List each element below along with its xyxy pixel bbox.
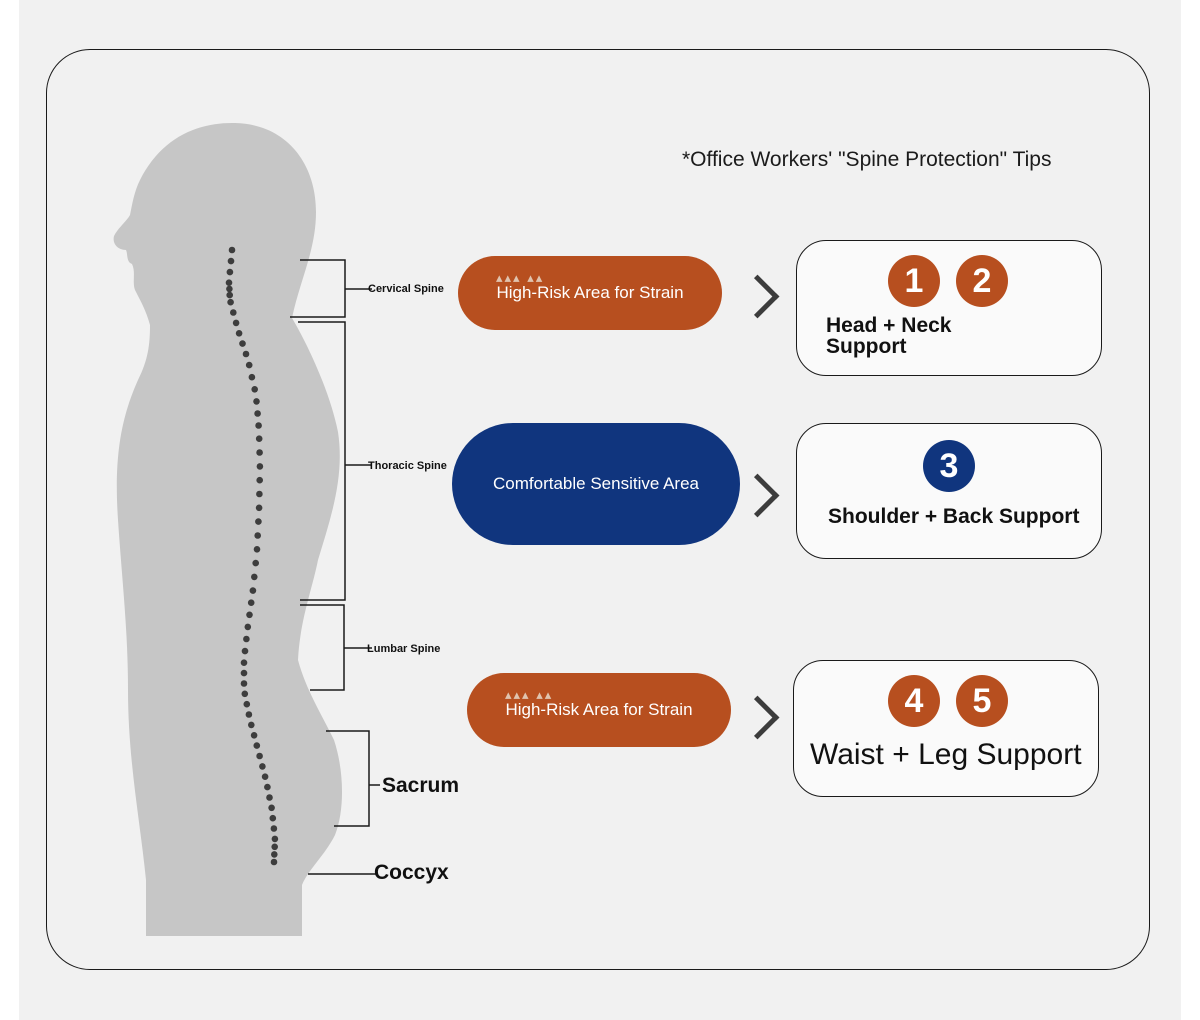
support-text: Head + Neck Support [826,314,952,358]
support-text: Waist + Leg Support [810,738,1082,771]
spine-dot [271,851,278,858]
support-box-shoulder-back: 3 Shoulder + Back Support [796,423,1102,559]
spine-dot [255,422,262,429]
spine-dot [266,794,273,801]
spine-dot [255,518,262,525]
spine-dot [225,279,233,287]
lumbar-spine-label: Lumbar Spine [367,643,441,655]
segment-brackets [290,259,380,875]
speck-decoration: ▴▴▴ ▴▴ [505,687,554,702]
spine-dot [242,350,250,358]
spine-dot [245,361,253,369]
sacrum-label: Sacrum [382,774,460,797]
thoracic-spine-label: Thoracic Spine [368,460,447,472]
diagram-frame [46,49,1150,970]
zone-label: Comfortable Sensitive Area [493,474,699,493]
spine-dot [240,669,248,677]
spine-dot [246,611,253,619]
spine-dot [261,773,269,780]
spine-dot [271,835,279,843]
cervical-spine-label: Cervical Spine [368,283,444,295]
spine-dot [249,587,257,594]
coccyx-label: Coccyx [374,861,449,884]
spine-dot [228,246,236,254]
number-badge: 2 [956,255,1008,307]
zone-label: High-Risk Area for Strain [505,700,693,719]
spine-dot [245,711,253,718]
spine-dot [270,858,278,866]
support-box-head-neck: 1 2 Head + Neck Support [796,240,1102,376]
speck-decoration: ▴▴▴ ▴▴ [496,270,545,285]
spine-dots [225,246,279,866]
spine-dot [240,659,248,666]
spine-dot [239,340,246,347]
number-badge: 4 [888,675,940,727]
tips-heading: *Office Workers' "Spine Protection" Tips [682,148,1052,171]
spine-dot [232,319,240,327]
spine-dot [227,257,235,265]
spine-dot [251,573,258,581]
spine-dot [230,309,237,316]
spine-dot [226,268,234,276]
spine-dot [269,814,277,822]
spine-dot [235,330,243,337]
spine-dot [248,373,256,381]
spine-dot [256,449,263,456]
spine-dot [252,559,259,567]
spine-dot [254,410,261,417]
spine-dot [254,532,261,539]
number-badge: 5 [956,675,1008,727]
support-box-waist-leg: 4 5 Waist + Leg Support [793,660,1099,797]
spine-dot [259,763,266,770]
zone-pill-cervical: ▴▴▴ ▴▴ High-Risk Area for Strain [458,256,722,330]
spine-dot [268,804,275,812]
spine-dot [244,623,252,631]
spine-dot [247,599,255,606]
spine-dot [243,635,250,643]
spine-dot [251,386,258,393]
spine-dot [226,285,233,293]
spine-dot [253,546,261,553]
number-badge: 1 [888,255,940,307]
body-silhouette [113,122,343,937]
zone-pill-thoracic: Comfortable Sensitive Area [452,423,740,545]
support-text: Shoulder + Back Support [828,505,1080,528]
spine-dot [256,490,263,498]
spine-dot [256,752,263,760]
spine-dot [255,435,263,443]
zone-pill-lumbar: ▴▴▴ ▴▴ High-Risk Area for Strain [467,673,731,747]
spine-dot [271,843,279,851]
spine-dot [227,298,234,306]
spine-dot [250,732,258,739]
spine-dot [248,721,255,729]
spine-dot [255,504,263,512]
spine-dot [253,398,260,405]
spine-dot [253,742,261,749]
spine-dot [241,647,249,655]
spine-dot [240,680,248,687]
spine-dot [256,476,264,484]
zone-label: High-Risk Area for Strain [496,283,684,302]
spine-dot [243,700,251,708]
spine-dot [256,463,264,470]
spine-dot [264,783,271,791]
spine-dot [226,291,233,299]
number-badge: 3 [923,440,975,492]
spine-dot [241,690,249,698]
spine-dot [270,825,278,832]
